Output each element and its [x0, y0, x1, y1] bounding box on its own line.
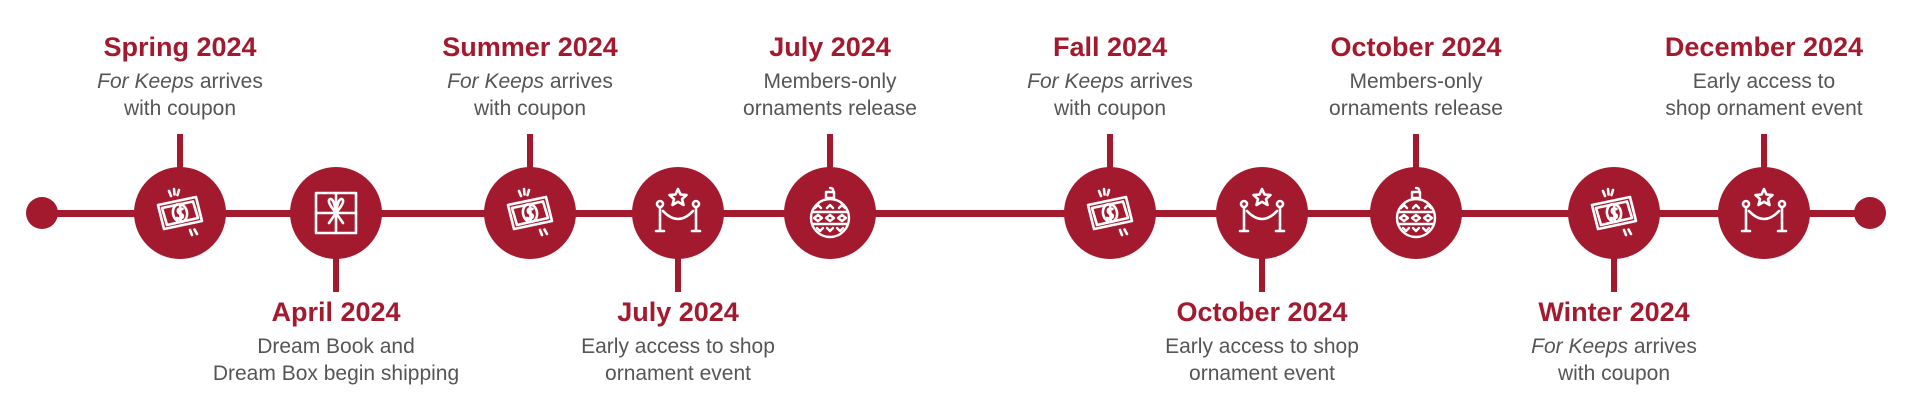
event-description: Early access to shop ornament event: [513, 333, 843, 387]
event-description-line-2: ornaments release: [1329, 97, 1503, 120]
event-connector: [1761, 134, 1767, 170]
event-connector: [1413, 134, 1419, 170]
event-description-line-2: with coupon: [473, 97, 587, 120]
event-title: July 2024: [769, 32, 891, 62]
event-description-line-2: with coupon: [123, 97, 237, 120]
event-description-text: Early access to: [1692, 70, 1836, 93]
event-description-line-1: For Keeps arrives: [15, 68, 345, 95]
gift-box-icon: [314, 191, 358, 235]
event-description-line-2: with coupon: [1053, 97, 1167, 120]
event-description-line-1: For Keeps arrives: [1449, 333, 1779, 360]
event-description-line-1: Members-only: [665, 68, 995, 95]
event-title: December 2024: [1664, 32, 1864, 62]
event-description-text: Early access to shop: [581, 335, 775, 358]
event-connector: [527, 134, 533, 170]
event-connector: [1107, 134, 1113, 170]
event-description: Members-only ornaments release: [665, 68, 995, 122]
event-node: [1370, 167, 1462, 259]
event-connector: [1611, 256, 1617, 292]
event-node: [484, 167, 576, 259]
event-node: [134, 167, 226, 259]
event-description-line-1: For Keeps arrives: [365, 68, 695, 95]
event-description-text: Dream Book and: [257, 335, 415, 358]
event-node: [1064, 167, 1156, 259]
event-description-text: arrives: [544, 70, 613, 93]
event-title: July 2024: [617, 297, 739, 327]
event-description-text: arrives: [1628, 335, 1697, 358]
event-title: April 2024: [271, 297, 401, 327]
event-title: Winter 2024: [1538, 297, 1690, 327]
money-icon: [1590, 187, 1638, 237]
event-description: Early access to shop ornament event: [1097, 333, 1427, 387]
event-title: Fall 2024: [1052, 32, 1168, 62]
event-title: Spring 2024: [103, 32, 257, 62]
money-icon: [156, 187, 204, 237]
event-description-text: arrives: [1124, 70, 1193, 93]
event-description-italic: For Keeps: [97, 70, 195, 93]
event-title: Summer 2024: [442, 32, 618, 62]
event-node: [1216, 167, 1308, 259]
event-description-line-2: Dream Box begin shipping: [212, 362, 460, 385]
event-node: [1568, 167, 1660, 259]
event-connector: [1259, 256, 1265, 292]
event-connector: [177, 134, 183, 170]
event-description-text: Members-only: [1349, 70, 1483, 93]
event-description-italic: For Keeps: [1027, 70, 1125, 93]
velvet-rope-icon: [654, 187, 702, 233]
event-title: October 2024: [1330, 32, 1502, 62]
velvet-rope-icon: [1238, 187, 1286, 233]
event-description-text: arrives: [194, 70, 263, 93]
event-description-line-2: ornament event: [605, 362, 751, 385]
event-description-text: Early access to shop: [1165, 335, 1359, 358]
event-connector: [675, 256, 681, 292]
event-connector: [827, 134, 833, 170]
event-connector: [333, 256, 339, 292]
event-description-line-1: Early access to shop: [1097, 333, 1427, 360]
ornament-icon: [809, 186, 851, 239]
event-node: [290, 167, 382, 259]
event-description-italic: For Keeps: [1531, 335, 1629, 358]
event-description-line-1: Early access to: [1599, 68, 1920, 95]
money-icon: [506, 187, 554, 237]
money-icon: [1086, 187, 1134, 237]
event-description-line-1: Members-only: [1251, 68, 1581, 95]
event-description-line-2: shop ornament event: [1665, 97, 1863, 120]
event-description-line-1: Early access to shop: [513, 333, 843, 360]
event-description-line-2: with coupon: [1557, 362, 1671, 385]
event-description-line-2: ornament event: [1189, 362, 1335, 385]
event-node: [1718, 167, 1810, 259]
event-node: [632, 167, 724, 259]
velvet-rope-icon: [1740, 187, 1788, 233]
ornament-icon: [1395, 186, 1437, 239]
event-title: October 2024: [1176, 297, 1348, 327]
event-description: Members-only ornaments release: [1251, 68, 1581, 122]
event-description-line-2: ornaments release: [743, 97, 917, 120]
event-description-line-1: For Keeps arrives: [945, 68, 1275, 95]
event-description-text: Members-only: [763, 70, 897, 93]
timeline-start-dot: [26, 197, 58, 229]
event-description-line-1: Dream Book and: [171, 333, 501, 360]
timeline-end-dot: [1854, 197, 1886, 229]
event-node: [784, 167, 876, 259]
timeline-line: [42, 209, 1870, 217]
event-description-italic: For Keeps: [447, 70, 545, 93]
event-description: Early access to shop ornament event: [1599, 68, 1920, 122]
